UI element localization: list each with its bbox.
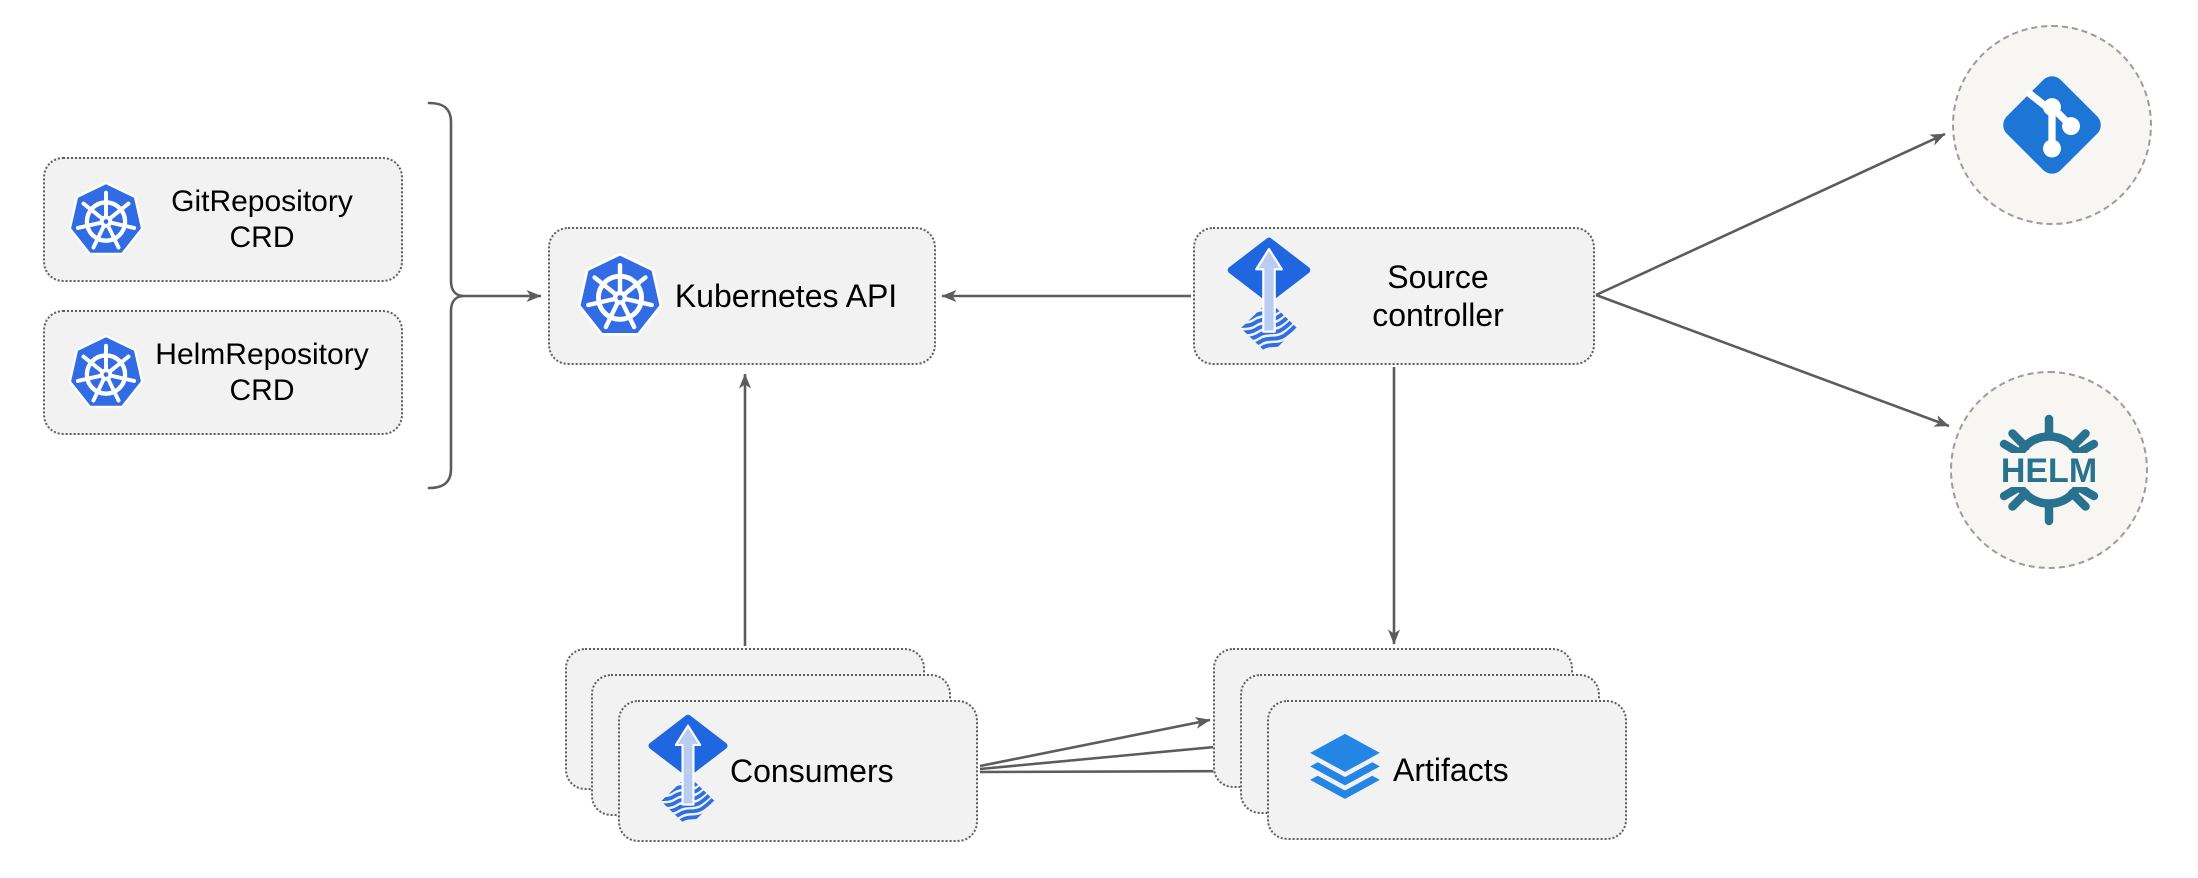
- node-label: HelmRepository CRD: [145, 337, 379, 409]
- kubernetes-icon: [67, 334, 145, 412]
- node-label-line2: controller: [1372, 297, 1504, 333]
- node-helmrepository-crd: HelmRepository CRD: [43, 310, 403, 435]
- node-label-line1: Source: [1387, 258, 1489, 295]
- node-artifacts: Artifacts: [1267, 700, 1627, 840]
- flux-icon: [646, 712, 730, 830]
- helm-icon: HELM: [1979, 400, 2119, 540]
- node-gitrepository-crd: GitRepository CRD: [43, 157, 403, 282]
- layers-icon: [1297, 725, 1393, 815]
- kubernetes-icon: [576, 252, 664, 340]
- git-icon: [1996, 69, 2108, 181]
- node-label: GitRepository CRD: [145, 184, 379, 256]
- node-label-line1: GitRepository: [171, 184, 353, 218]
- node-label: Artifacts: [1393, 751, 1509, 788]
- node-label-line1: HelmRepository: [155, 337, 369, 371]
- flux-icon: [1225, 235, 1313, 358]
- node-source-controller: Source controller: [1193, 227, 1595, 365]
- node-label: Source controller: [1313, 258, 1563, 335]
- edge-consumers-to-artifacts-2: [979, 740, 1237, 771]
- node-label-line2: CRD: [229, 220, 295, 254]
- kubernetes-icon: [67, 181, 145, 259]
- node-git-repository: [1952, 25, 2152, 225]
- edge-consumers-to-artifacts-1: [979, 716, 1211, 768]
- node-helm-repository: HELM: [1950, 371, 2148, 569]
- node-label: Consumers: [730, 752, 894, 789]
- node-label-line2: CRD: [229, 373, 295, 407]
- node-kubernetes-api: Kubernetes API: [548, 227, 936, 365]
- helm-wordmark: HELM: [2001, 452, 2097, 490]
- crd-group-bracket: [427, 101, 465, 490]
- node-consumers: Consumers: [618, 700, 978, 842]
- edge-source-controller-to-helm: [1595, 293, 1950, 428]
- node-label: Kubernetes API: [674, 277, 898, 314]
- edge-source-controller-to-git: [1595, 132, 1946, 297]
